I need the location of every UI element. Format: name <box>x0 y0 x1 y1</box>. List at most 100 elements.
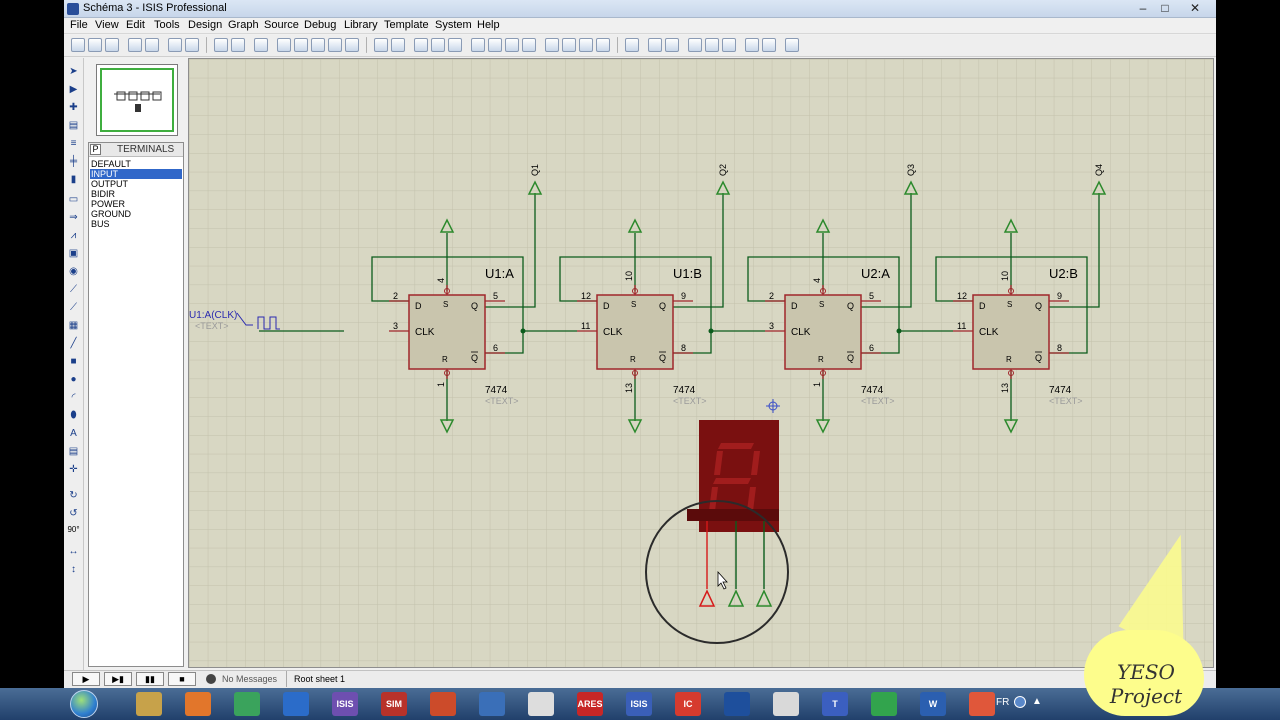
current-probe-icon[interactable]: ⟋ <box>70 302 77 313</box>
rotate-anticlockwise-icon[interactable]: ↺ <box>69 508 78 519</box>
terminal-bus[interactable]: BUS <box>91 219 110 229</box>
display-terminal-green-2[interactable] <box>755 589 773 607</box>
junction-dot-icon[interactable]: ✚ <box>69 102 78 113</box>
marker-2d-icon[interactable]: ✛ <box>69 464 78 475</box>
exit-to-parent-icon[interactable] <box>722 38 736 52</box>
zoom-in-icon[interactable] <box>294 38 308 52</box>
taskbar-app-6[interactable] <box>430 692 456 716</box>
pick-device-icon[interactable] <box>545 38 559 52</box>
new-file-icon[interactable] <box>71 38 85 52</box>
zoom-out-icon[interactable] <box>311 38 325 52</box>
mirror-x-icon[interactable]: ↔ <box>68 546 79 557</box>
menu-library[interactable]: Library <box>344 19 378 31</box>
menu-view[interactable]: View <box>95 19 119 31</box>
messages-status[interactable]: No Messages <box>222 674 278 684</box>
menu-system[interactable]: System <box>435 19 472 31</box>
seven-segment-display[interactable] <box>687 420 779 607</box>
export-icon[interactable] <box>145 38 159 52</box>
taskbar-app-3[interactable] <box>283 692 309 716</box>
bill-of-materials-icon[interactable] <box>745 38 759 52</box>
print-icon[interactable] <box>168 38 182 52</box>
terminals-mode-icon[interactable]: ▭ <box>68 194 79 205</box>
clock-generator[interactable]: U1:A(CLK) <TEXT> <box>189 310 344 332</box>
origin-icon[interactable] <box>254 38 268 52</box>
taskbar-app-4[interactable]: ISIS <box>332 692 358 716</box>
taskbar-app-11[interactable]: IC <box>675 692 701 716</box>
terminal-ground[interactable]: GROUND <box>91 209 131 219</box>
stop-button[interactable]: ■ <box>168 672 196 686</box>
rotate-clockwise-icon[interactable]: ↻ <box>69 490 78 501</box>
block-delete-icon[interactable] <box>522 38 536 52</box>
make-device-icon[interactable] <box>562 38 576 52</box>
menu-help[interactable]: Help <box>477 19 500 31</box>
terminal-input[interactable]: INPUT <box>90 169 182 179</box>
remove-sheet-icon[interactable] <box>705 38 719 52</box>
undo-icon[interactable] <box>374 38 388 52</box>
block-move-icon[interactable] <box>488 38 502 52</box>
generator-icon[interactable]: ◉ <box>69 266 78 277</box>
device-pins-icon[interactable]: ⇒ <box>69 212 78 223</box>
pick-devices-button[interactable]: P <box>90 144 101 155</box>
open-file-icon[interactable] <box>88 38 102 52</box>
help-tray-icon[interactable] <box>1014 696 1026 708</box>
zoom-area-icon[interactable] <box>345 38 359 52</box>
subcircuit-icon[interactable]: ▮ <box>70 174 77 185</box>
taskbar-app-9[interactable]: ARES <box>577 692 603 716</box>
tray-expand-icon[interactable]: ▲ <box>1032 696 1042 707</box>
wire-label-icon[interactable]: ▤ <box>68 120 79 131</box>
terminal-bidir[interactable]: BIDIR <box>91 189 116 199</box>
import-icon[interactable] <box>128 38 142 52</box>
path-2d-icon[interactable]: ⬮ <box>70 410 77 421</box>
taskbar-app-2[interactable] <box>234 692 260 716</box>
menu-tools[interactable]: Tools <box>154 19 180 31</box>
wire-autorouter-icon[interactable] <box>625 38 639 52</box>
save-icon[interactable] <box>105 38 119 52</box>
step-button[interactable]: ▶▮ <box>104 672 132 686</box>
display-terminal-red[interactable] <box>698 589 716 607</box>
start-button[interactable] <box>70 690 98 718</box>
refresh-icon[interactable] <box>214 38 228 52</box>
decompose-icon[interactable] <box>596 38 610 52</box>
taskbar-app-13[interactable] <box>773 692 799 716</box>
overview-viewport[interactable] <box>100 68 174 132</box>
taskbar-app-12[interactable] <box>724 692 750 716</box>
menu-design[interactable]: Design <box>188 19 223 31</box>
arc-2d-icon[interactable]: ◜ <box>71 392 76 403</box>
tray-language[interactable]: FR <box>996 697 1010 708</box>
voltage-probe-icon[interactable]: ⟋ <box>70 284 77 295</box>
taskbar-app-17[interactable] <box>969 692 995 716</box>
taskbar-app-15[interactable] <box>871 692 897 716</box>
taskbar-app-14[interactable]: T <box>822 692 848 716</box>
paste-icon[interactable] <box>448 38 462 52</box>
menu-source[interactable]: Source <box>264 19 299 31</box>
new-sheet-icon[interactable] <box>688 38 702 52</box>
title-bar[interactable]: Schéma 3 - ISIS Professional – □ ✕ <box>64 0 1216 18</box>
taskbar-app-10[interactable]: ISIS <box>626 692 652 716</box>
close-button[interactable]: ✕ <box>1189 1 1201 15</box>
print-area-icon[interactable] <box>185 38 199 52</box>
selection-mode-icon[interactable]: ➤ <box>69 66 78 77</box>
mirror-y-icon[interactable]: ↕ <box>71 564 76 575</box>
packaging-icon[interactable] <box>579 38 593 52</box>
menu-graph[interactable]: Graph <box>228 19 259 31</box>
zoom-all-icon[interactable] <box>328 38 342 52</box>
display-terminal-green-1[interactable] <box>727 589 745 607</box>
tape-recorder-icon[interactable]: ▣ <box>68 248 79 259</box>
pause-button[interactable]: ▮▮ <box>136 672 164 686</box>
overview-window[interactable] <box>96 64 178 136</box>
circle-2d-icon[interactable]: ● <box>70 374 77 385</box>
graph-mode-icon[interactable]: ⩘ <box>70 230 77 241</box>
minimize-button[interactable]: – <box>1139 1 1147 15</box>
component-mode-icon[interactable]: ▶ <box>69 84 78 95</box>
block-copy-icon[interactable] <box>471 38 485 52</box>
taskbar-app-5[interactable]: SIM <box>381 692 407 716</box>
cut-icon[interactable] <box>414 38 428 52</box>
electrical-rules-icon[interactable] <box>762 38 776 52</box>
block-rotate-icon[interactable] <box>505 38 519 52</box>
menu-template[interactable]: Template <box>384 19 429 31</box>
